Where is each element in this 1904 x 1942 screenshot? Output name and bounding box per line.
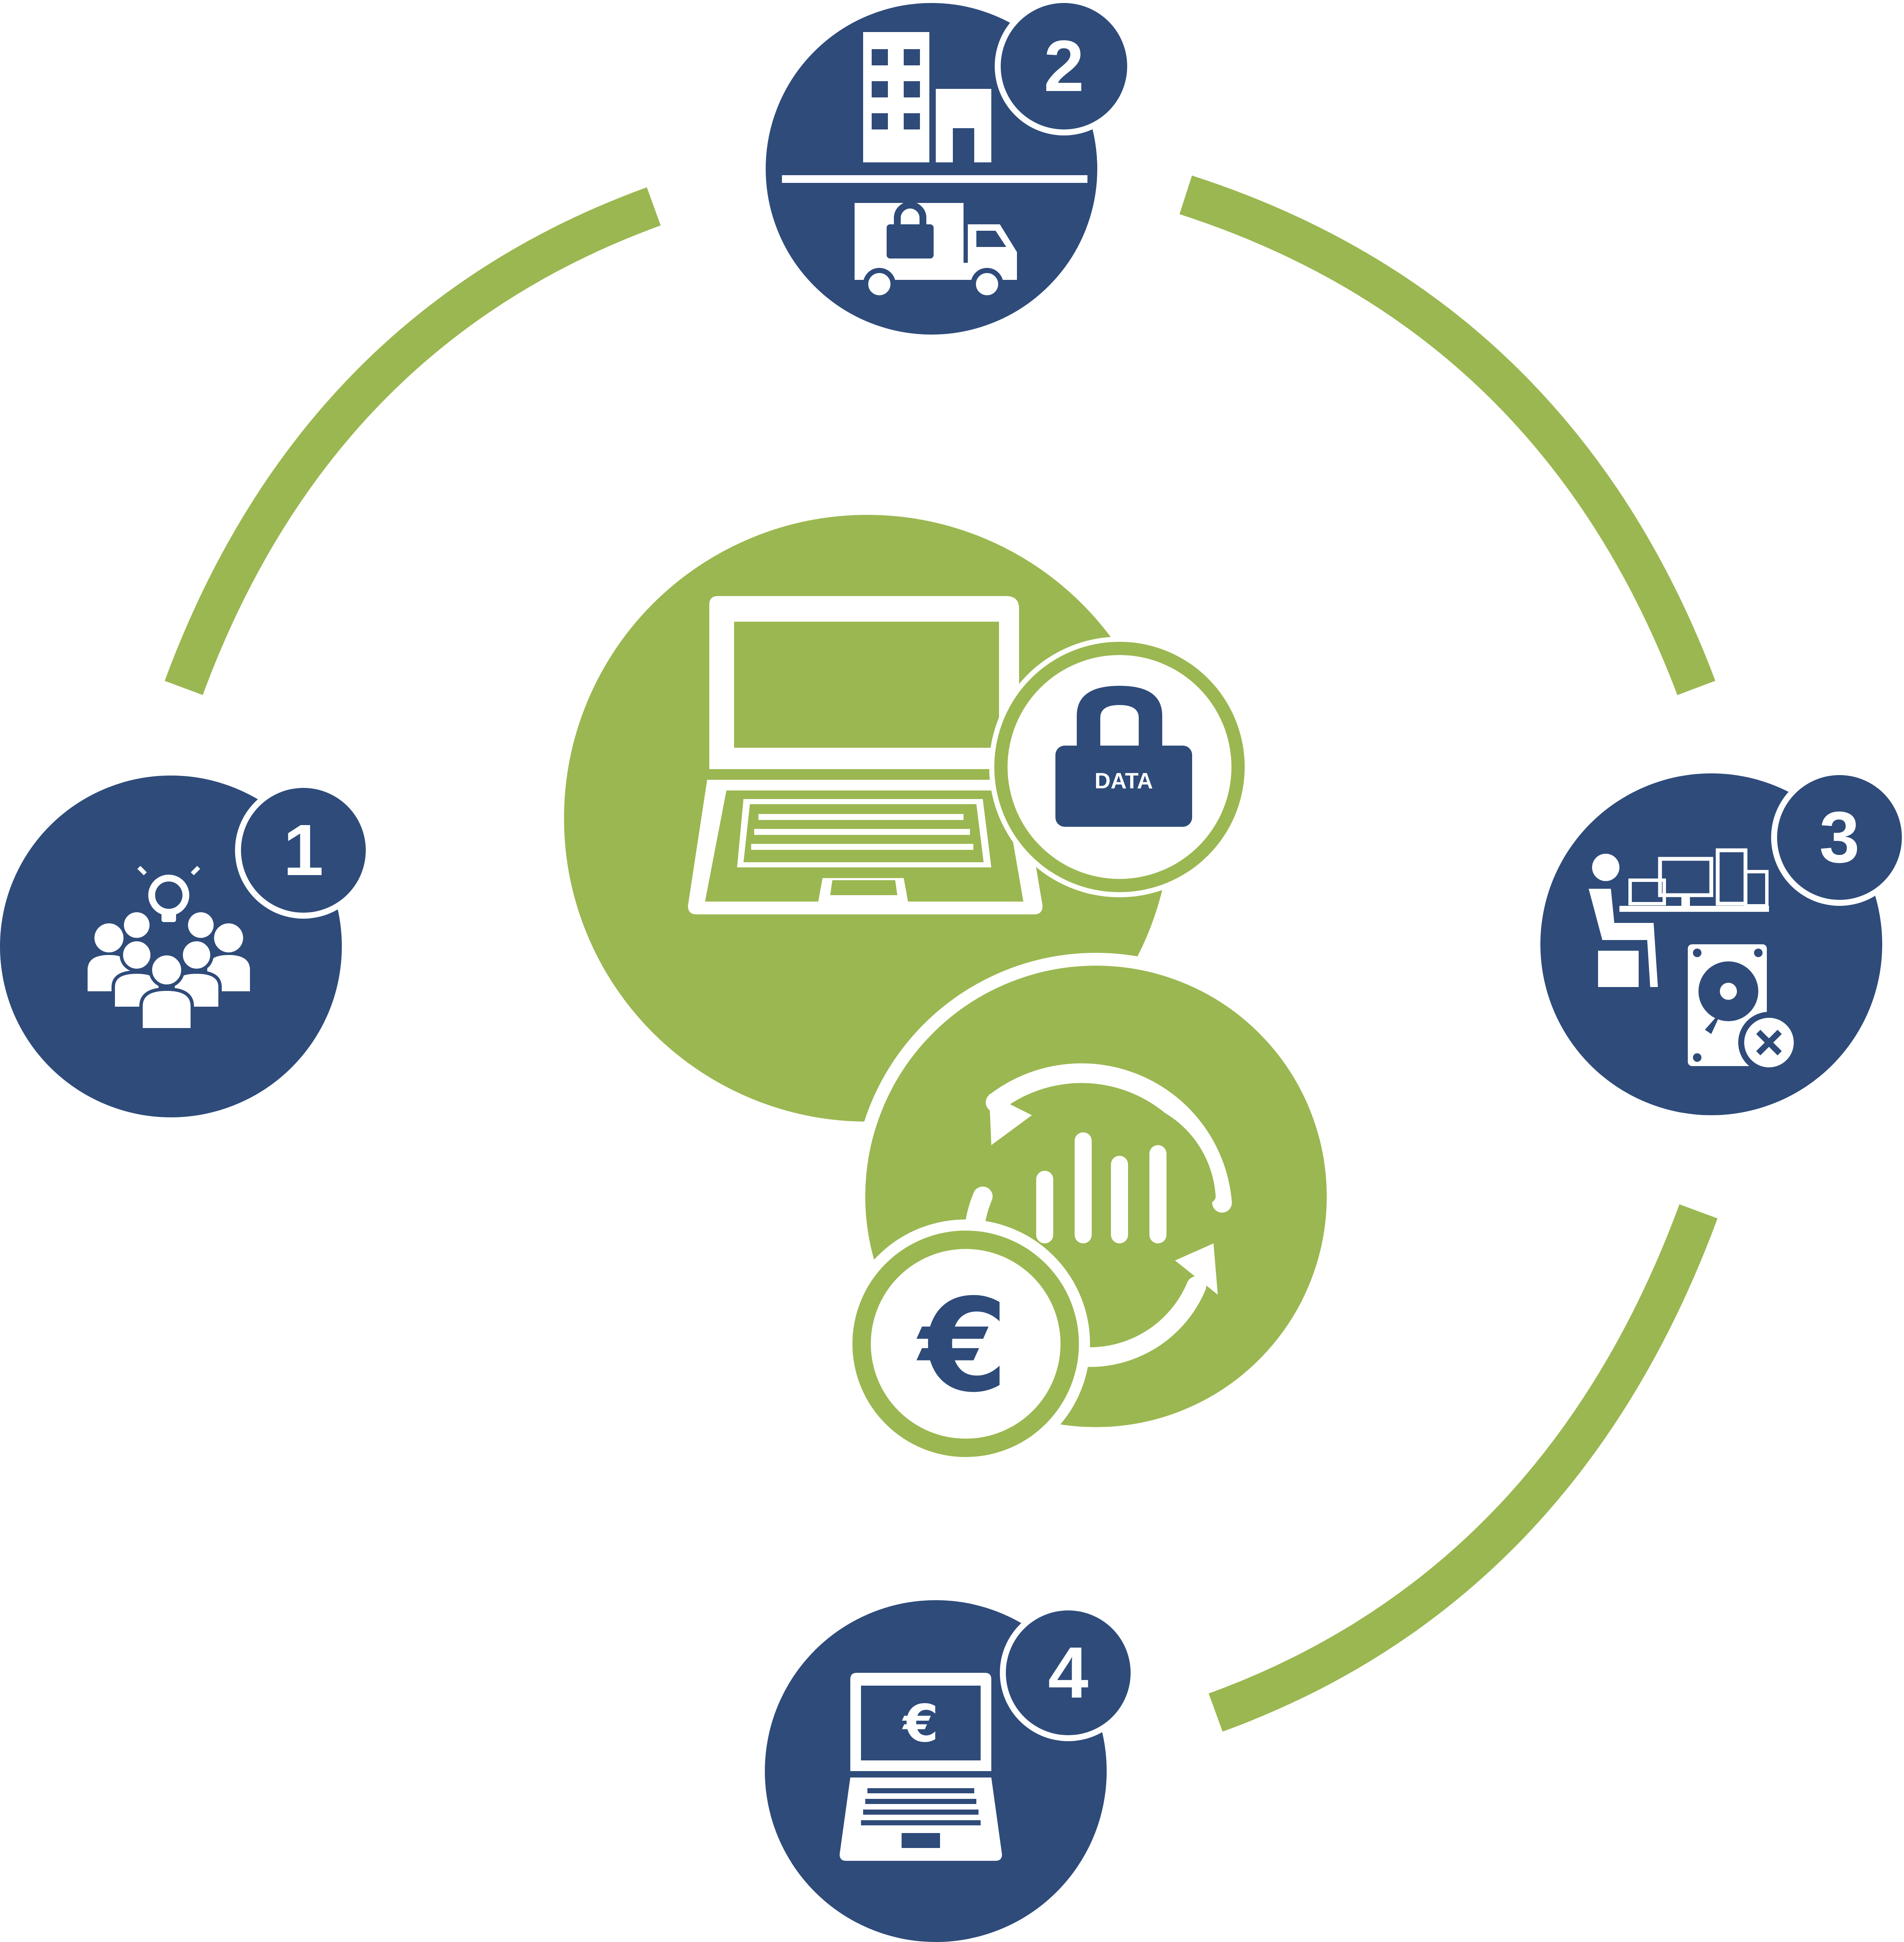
step-badge-inner [241, 788, 366, 913]
step-3: 3 [1540, 769, 1904, 1115]
step-number: 3 [1819, 797, 1860, 878]
step-4: € 4 [765, 1600, 1137, 1942]
data-lock-label: DATA [1095, 769, 1153, 793]
arc-step2-to-step3 [1179, 175, 1716, 695]
building-truck-lock-icon [782, 32, 1087, 300]
step-number: 4 [1048, 1632, 1089, 1713]
laptop-euro-icon [840, 1673, 1002, 1861]
step-number: 2 [1044, 26, 1084, 107]
center-cluster: DATA € [551, 502, 1340, 1468]
euro-symbol: € [915, 1272, 1008, 1421]
step-badge-inner [1001, 3, 1127, 129]
step-badge-inner [1777, 775, 1902, 900]
step-1: 1 [0, 776, 372, 1117]
euro-circle-inner [871, 1249, 1061, 1439]
group-idea-icon [88, 866, 250, 1031]
workstation-hard-drive-icon [1589, 848, 1800, 1073]
step-number: 1 [283, 810, 324, 891]
cycle-arcs [165, 175, 1718, 1732]
step-2: 2 [755, 0, 1133, 345]
step-badge-inner [1006, 1610, 1131, 1735]
laptop-icon [688, 596, 1043, 914]
arc-step3-to-step4 [1208, 1204, 1718, 1732]
arc-step1-to-step2 [165, 187, 661, 695]
data-lock-icon [1055, 686, 1192, 827]
euro-icon: € [902, 1695, 939, 1754]
